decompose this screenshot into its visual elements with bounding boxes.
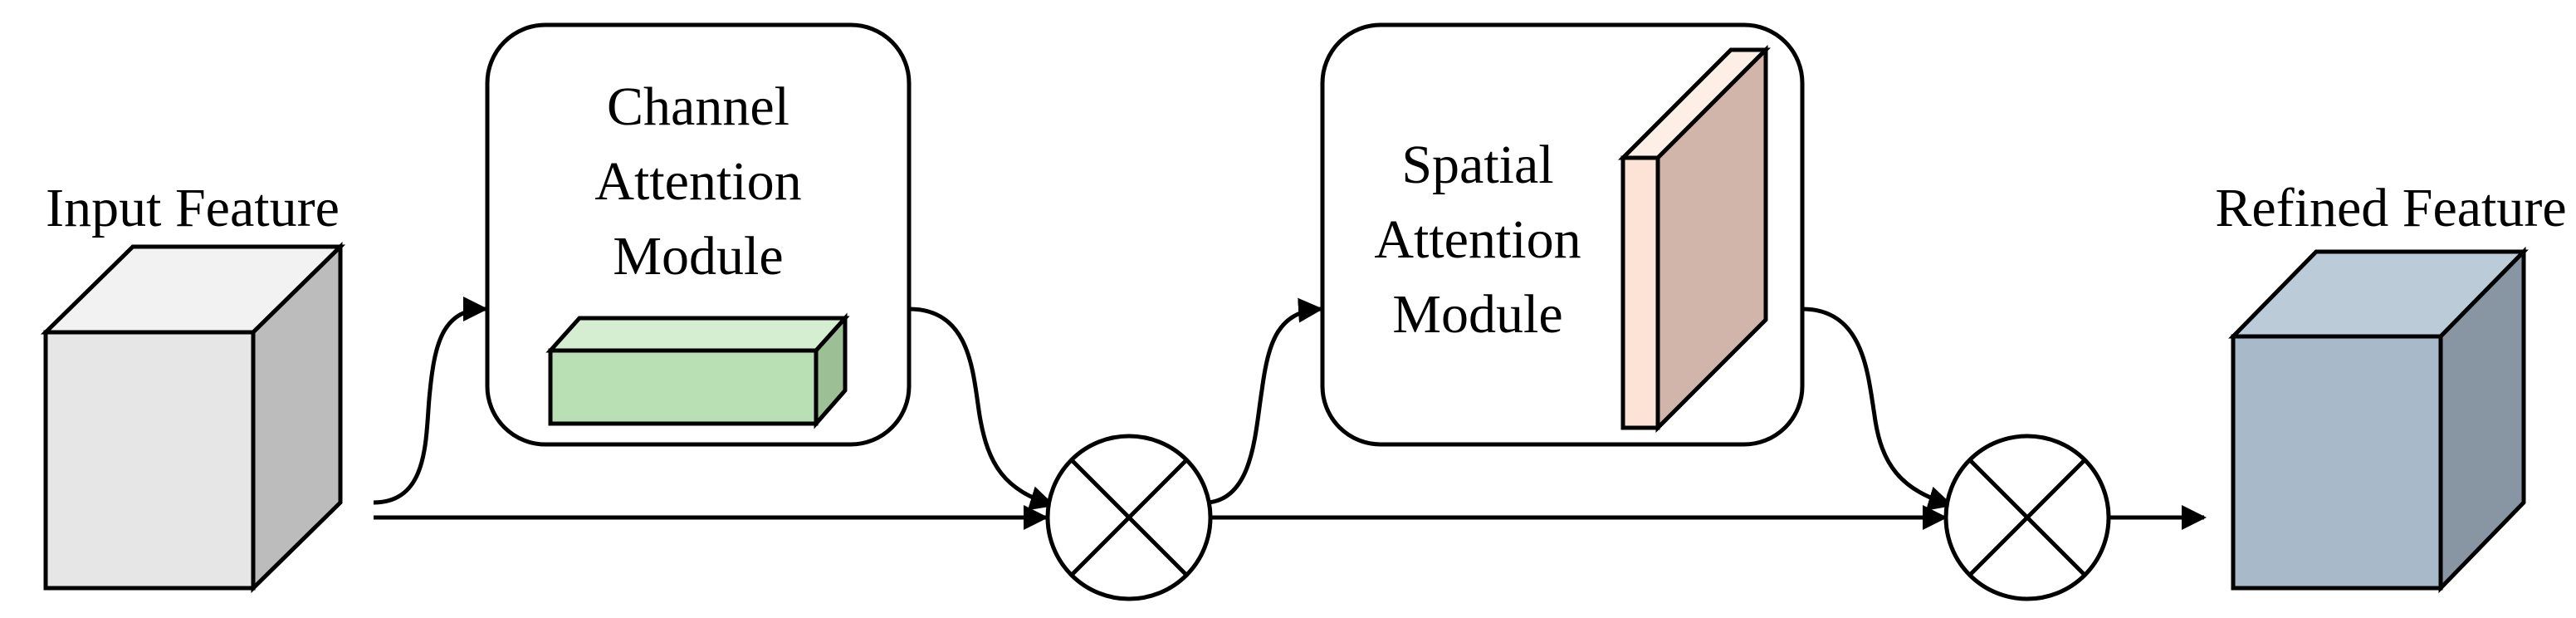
channel-block-top [545,316,850,353]
multiply-operator-1 [1045,434,1213,601]
channel-attention-module: Channel Attention Module [485,22,912,447]
input-feature-label: Input Feature [46,178,340,238]
multiply-1-cross-b [1070,459,1188,576]
spatial-block-front [1620,155,1660,430]
spatial-attention-block [1617,44,1772,434]
refined-feature-cube [2228,246,2529,594]
spatial-attention-module: Spatial Attention Module [1320,22,1805,447]
channel-block-front [548,348,819,426]
spatial-module-title-line1: Spatial [1401,135,1553,195]
channel-module-title-line3: Module [613,226,783,287]
channel-module-title-line2: Attention [594,151,801,212]
arrow-spatial-module-to-multiply-2 [1801,307,1953,511]
input-feature-cube [40,242,346,593]
arrow-input-to-channel-module [373,297,488,505]
input-cube-front [43,330,256,591]
multiply-operator-2 [1943,434,2111,601]
channel-module-title-line1: Channel [607,76,789,137]
arrow-channel-module-to-multiply-1 [908,307,1055,511]
spatial-module-title-line2: Attention [1374,209,1581,270]
flow-connections [373,297,2207,530]
refined-feature-label: Refined Feature [2215,178,2566,238]
refined-cube-front [2231,334,2443,591]
multiply-2-cross-b [1968,459,2086,576]
channel-attention-block [545,312,850,429]
spatial-module-title-line3: Module [1392,284,1562,345]
arrow-multiply-1-to-spatial-module [1207,297,1323,505]
